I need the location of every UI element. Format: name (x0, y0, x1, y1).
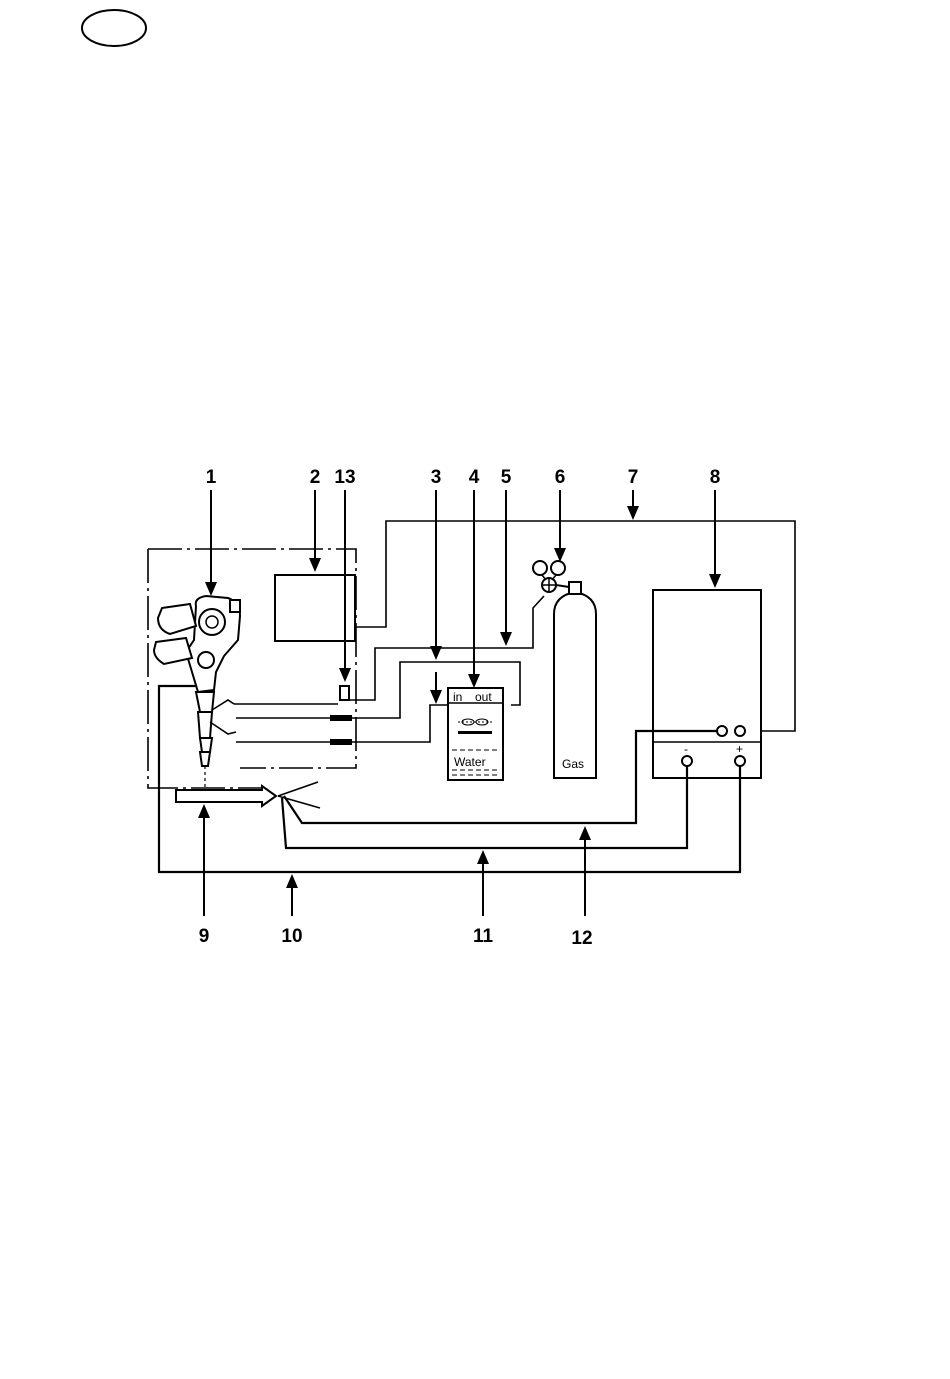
minus-label: - (684, 742, 688, 756)
cooler-in-label: in (453, 690, 462, 704)
workpiece (176, 786, 276, 806)
callout-9: 9 (199, 926, 210, 947)
cylinder-gas-label: Gas (562, 757, 584, 771)
cooler-out-label: out (475, 690, 492, 704)
control-box (275, 575, 355, 641)
control-socket-left (717, 726, 727, 736)
power-source: - + (653, 590, 761, 778)
gas-regulator (533, 561, 569, 592)
welding-torch (154, 596, 240, 790)
callout-11: 11 (473, 926, 494, 947)
callout-6: 6 (555, 467, 566, 488)
minus-terminal (682, 756, 692, 766)
callout-3: 3 (431, 467, 442, 488)
cooler-water-label: Water (454, 755, 486, 769)
control-socket-right (735, 726, 745, 736)
gas-cylinder: Gas (554, 582, 596, 778)
callout-5: 5 (501, 467, 512, 488)
plus-label: + (736, 742, 743, 756)
plus-terminal (735, 756, 745, 766)
language-badge-oval (82, 10, 146, 46)
work-clamp (278, 782, 320, 808)
torch-leads (234, 704, 352, 745)
connector-13 (340, 686, 349, 700)
gas-hose (349, 596, 544, 700)
callout-13: 13 (334, 467, 355, 488)
callout-2: 2 (310, 467, 321, 488)
callout-8: 8 (710, 467, 721, 488)
callout-4: 4 (469, 467, 480, 488)
water-cooler: in out Water (448, 688, 503, 780)
callout-7: 7 (628, 467, 639, 488)
callout-12: 12 (571, 928, 592, 949)
callout-1: 1 (206, 467, 217, 488)
callout-10: 10 (281, 926, 302, 947)
